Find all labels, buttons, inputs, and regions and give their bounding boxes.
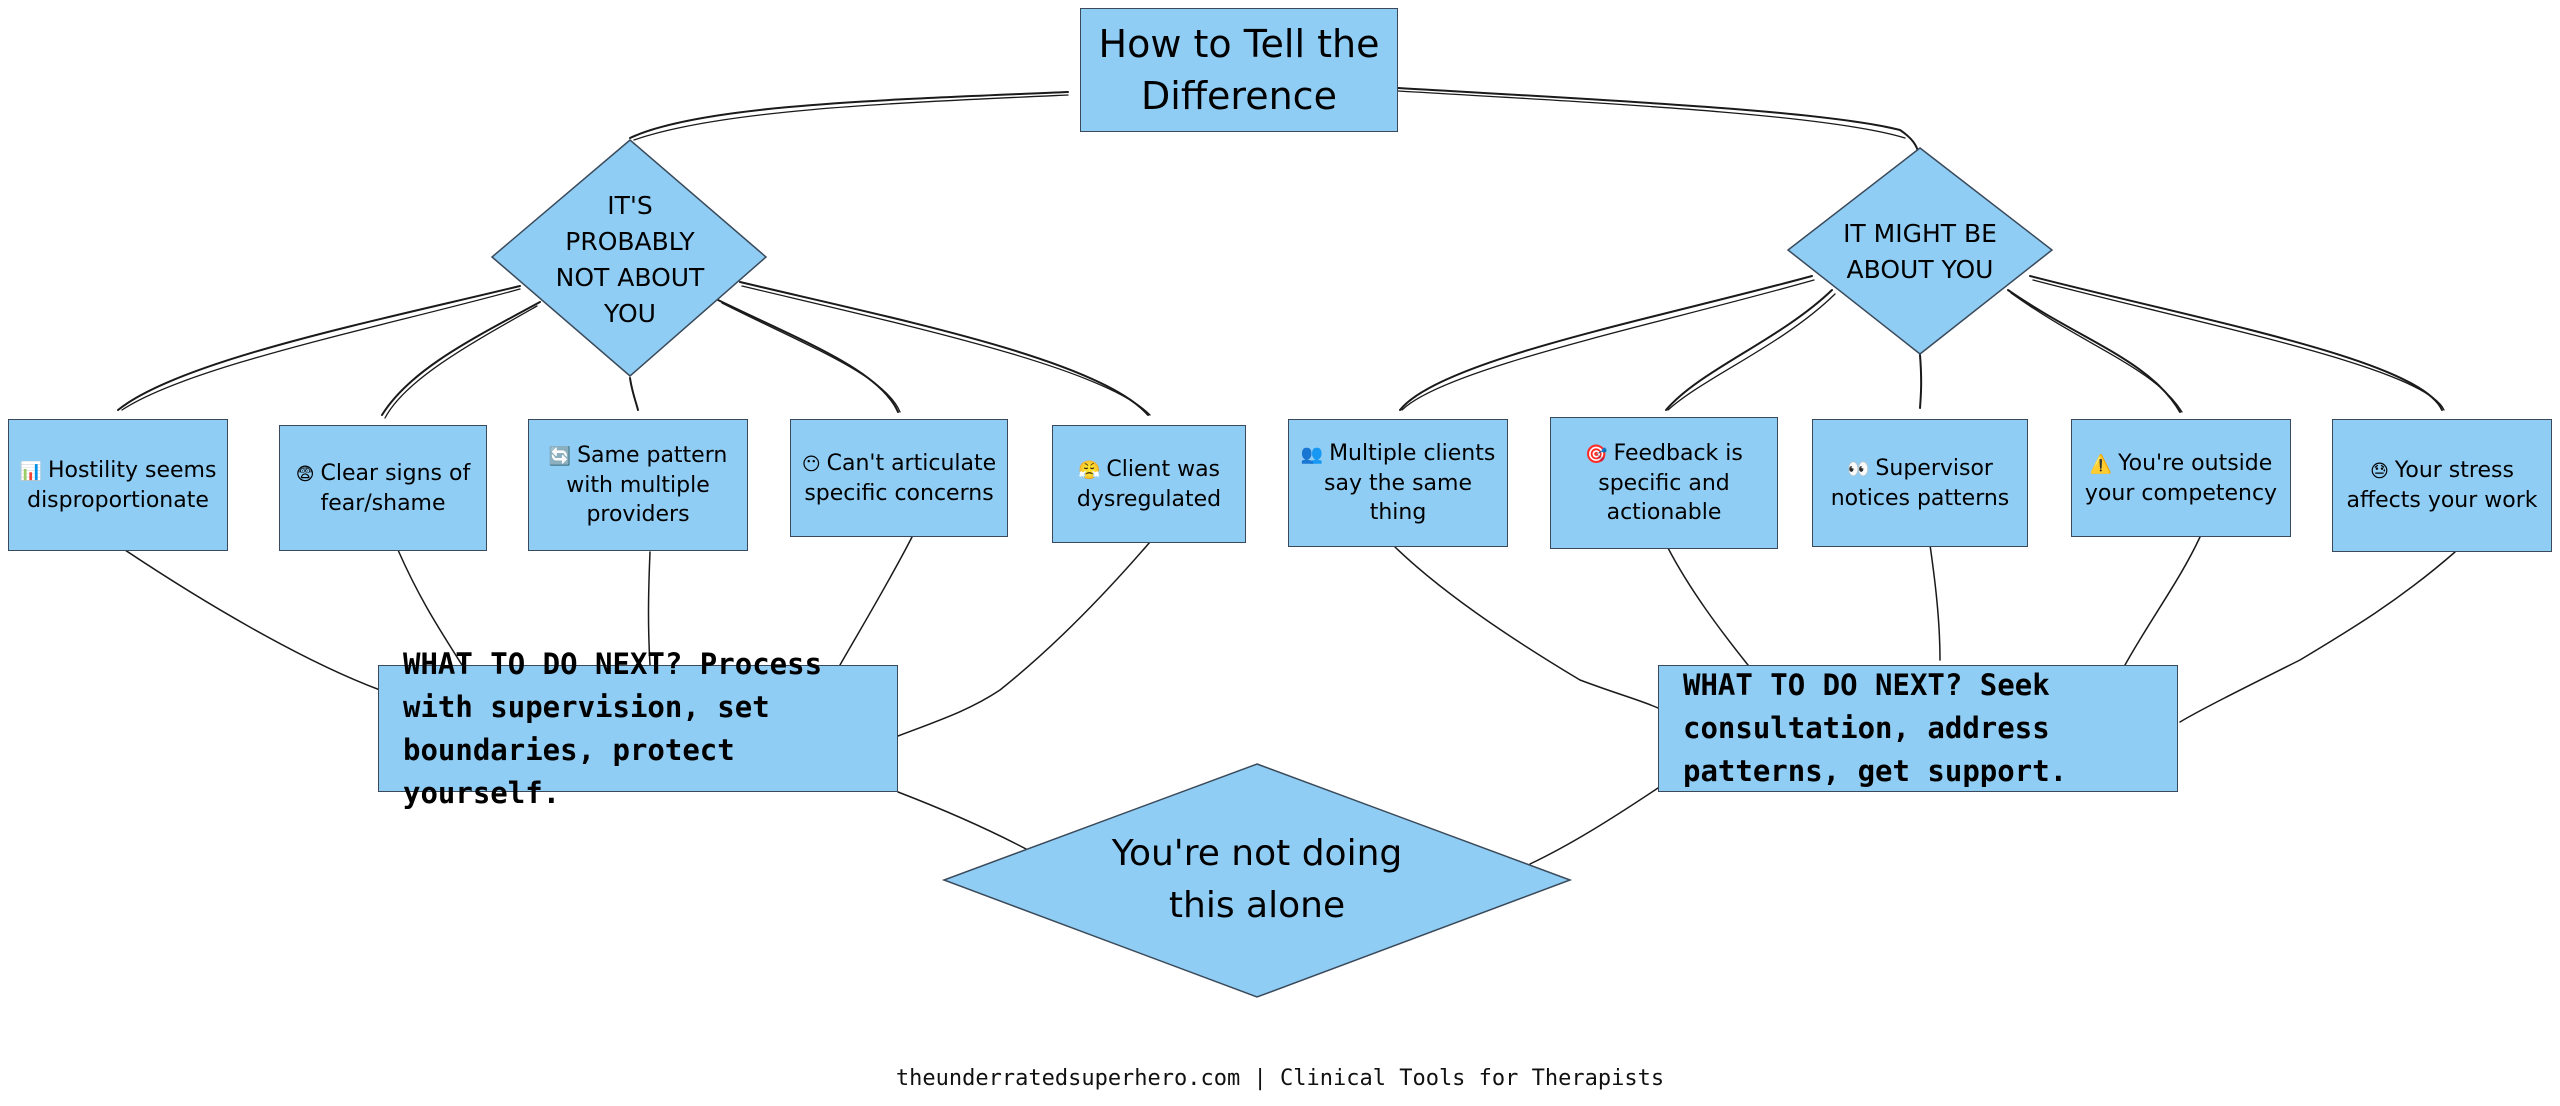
bar-chart-icon: 📊 [19,460,42,482]
repeat-arrows-icon: 🔄 [548,446,572,467]
footer: theunderratedsuperhero.com | Clinical To… [895,1066,1665,1091]
diamond-conclusion-shape [941,763,1573,998]
leaf-stress-affects-work: 😓Your stress affects your work [2332,419,2552,552]
diamond-probably-not-about-you: IT'S PROBABLY NOT ABOUT YOU [555,191,705,328]
target-icon: 🎯 [1585,444,1608,465]
warning-icon: ⚠️ [2089,453,2113,475]
leaf-feedback-specific: 🎯Feedback is specific and actionable [1550,417,1778,549]
leaf-client-dysregulated: 😤Client was dysregulated [1052,425,1246,543]
fearful-face-icon: 😨 [295,463,315,485]
stressed-face-icon: 😓 [2370,461,2389,482]
action-left: WHAT TO DO NEXT? Process with supervisio… [378,647,898,810]
leaf-fear-shame: 😨Clear signs of fear/shame [279,425,487,551]
leaf-same-pattern: 🔄Same pattern with multiple providers [528,419,748,551]
angry-face-icon: 😤 [1077,459,1101,481]
leaf-hostility-disproportionate: 📊Hostility seems disproportionate [8,419,228,551]
people-icon: 👥 [1300,444,1324,465]
leaf-cant-articulate: 😶Can't articulate specific concerns [790,419,1008,537]
diamond-probably-not-about-you-shape [490,139,768,377]
eyes-icon: 👀 [1847,458,1870,480]
page-title: How to Tell the Difference [1098,22,1380,118]
leaf-multiple-clients: 👥Multiple clients say the same thing [1288,419,1508,547]
diamond-might-be-about-you: IT MIGHT BE ABOUT YOU [1843,219,1997,284]
leaf-outside-competency: ⚠️You're outside your competency [2071,419,2291,537]
diamond-conclusion: You're not doing this alone [1111,833,1403,926]
confused-icon: 😶 [801,453,821,475]
title-box: How to Tell the Difference [1080,8,1398,132]
leaf-supervisor-notices: 👀Supervisor notices patterns [1812,419,2028,547]
diamond-might-be-about-you-shape [1786,147,2054,355]
action-right: WHAT TO DO NEXT? Seek consultation, addr… [1658,665,2178,792]
